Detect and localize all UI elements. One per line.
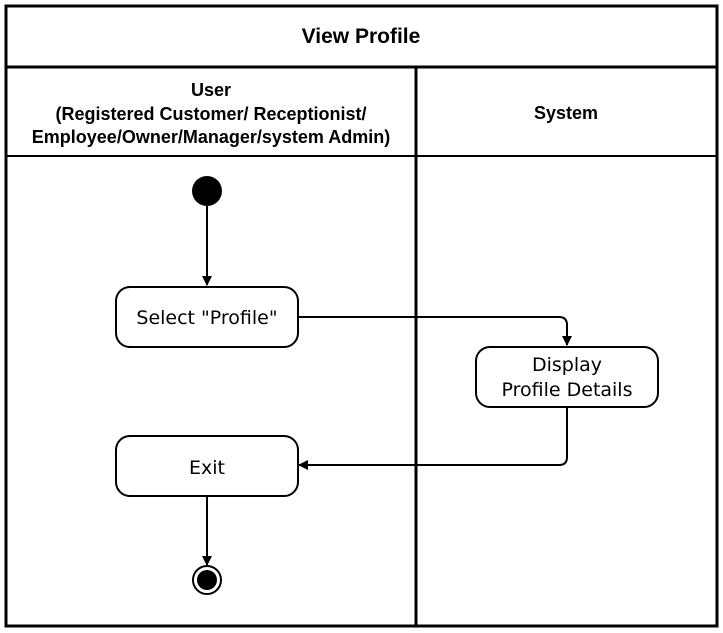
user-lane-roles-line2: Employee/Owner/Manager/system Admin) bbox=[32, 127, 390, 147]
flow-select-to-display bbox=[298, 316, 572, 346]
action-exit: Exit bbox=[115, 435, 299, 497]
action-display-label-line2: Profile Details bbox=[502, 379, 633, 401]
system-lane-title: System bbox=[534, 103, 598, 123]
action-select-profile: Select "Profile" bbox=[115, 286, 299, 348]
action-display-label-line1: Display bbox=[532, 354, 602, 376]
flow-display-to-exit bbox=[298, 407, 568, 470]
action-display-profile-details: Display Profile Details bbox=[475, 346, 659, 408]
user-lane-title: User bbox=[191, 80, 231, 100]
initial-node bbox=[192, 176, 222, 206]
action-select-profile-label: Select "Profile" bbox=[136, 307, 277, 329]
user-lane-roles-line1: (Registered Customer/ Receptionist/ bbox=[55, 104, 366, 124]
action-exit-label: Exit bbox=[189, 457, 225, 479]
diagram-title: View Profile bbox=[302, 25, 421, 48]
final-node bbox=[192, 565, 222, 595]
